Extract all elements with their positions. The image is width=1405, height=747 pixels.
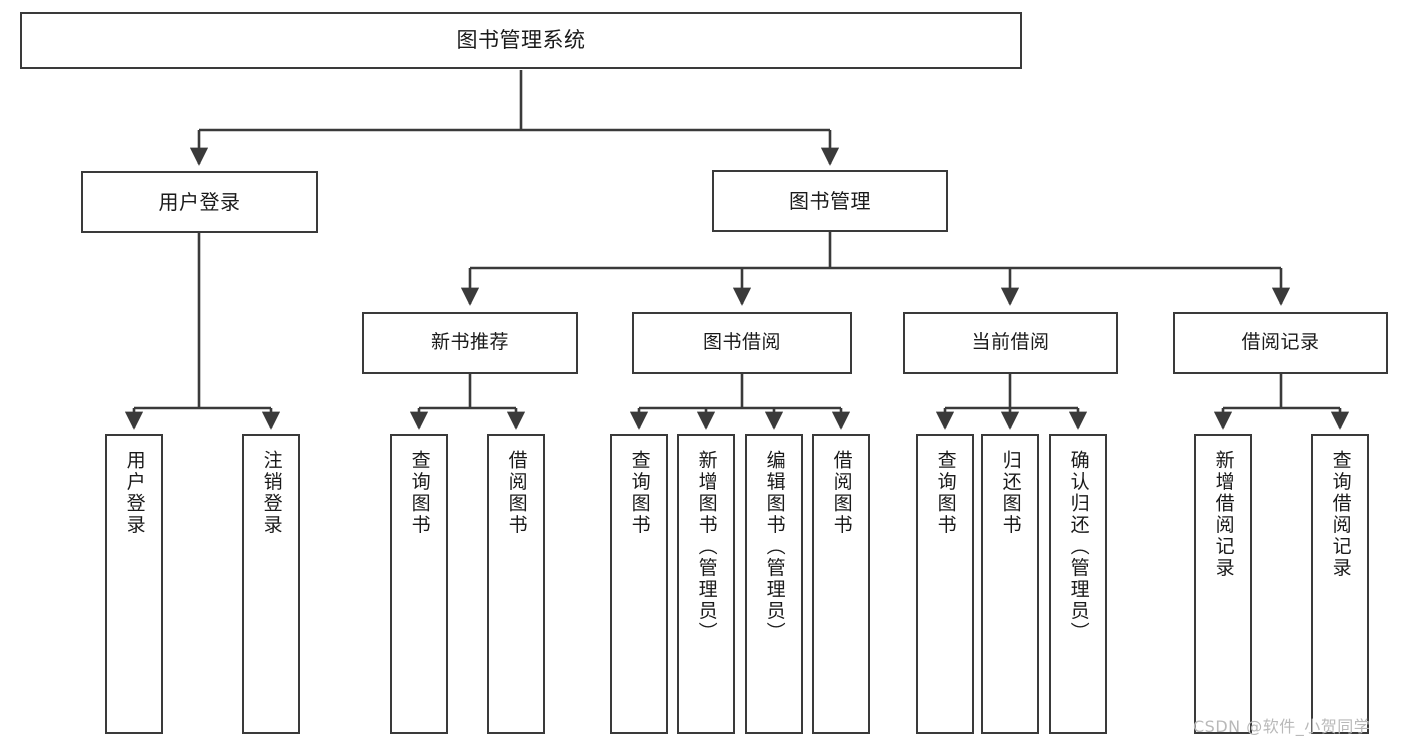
- node-book-manage[interactable]: 图书管理: [712, 170, 948, 232]
- node-root-library-system[interactable]: 图书管理系统: [20, 12, 1022, 69]
- node-label: 查询图书: [934, 450, 957, 536]
- node-label: 图书借阅: [702, 331, 781, 354]
- leaf-return-book[interactable]: 归还图书: [981, 434, 1039, 734]
- node-label: 用户登录: [123, 450, 146, 536]
- leaf-query-book-recommend[interactable]: 查询图书: [390, 434, 448, 734]
- node-label: 借阅图书: [505, 450, 528, 536]
- node-borrow-record[interactable]: 借阅记录: [1173, 312, 1388, 374]
- node-label: 图书管理系统: [456, 27, 586, 52]
- node-label: 编辑图书（管理员）: [763, 450, 786, 644]
- node-label: 查询图书: [628, 450, 651, 536]
- csdn-watermark: CSDN @软件_小贺同学: [1193, 717, 1371, 736]
- node-label: 确认归还（管理员）: [1067, 450, 1090, 644]
- leaf-add-borrow-record[interactable]: 新增借阅记录: [1194, 434, 1252, 734]
- node-label: 查询借阅记录: [1329, 450, 1352, 579]
- node-label: 当前借阅: [971, 331, 1050, 354]
- node-label: 注销登录: [260, 450, 283, 536]
- node-new-book-rec[interactable]: 新书推荐: [362, 312, 578, 374]
- node-label: 图书管理: [789, 188, 871, 213]
- leaf-query-book-borrow[interactable]: 查询图书: [610, 434, 668, 734]
- leaf-add-book-admin[interactable]: 新增图书（管理员）: [677, 434, 735, 734]
- node-current-borrow[interactable]: 当前借阅: [903, 312, 1118, 374]
- node-user-login[interactable]: 用户登录: [81, 171, 318, 233]
- leaf-query-book-current[interactable]: 查询图书: [916, 434, 974, 734]
- leaf-confirm-return-admin[interactable]: 确认归还（管理员）: [1049, 434, 1107, 734]
- leaf-logout-login[interactable]: 注销登录: [242, 434, 300, 734]
- node-label: 新增借阅记录: [1212, 450, 1235, 579]
- node-label: 借阅记录: [1241, 331, 1320, 354]
- node-label: 新书推荐: [430, 331, 509, 354]
- node-label: 新增图书（管理员）: [695, 450, 718, 644]
- node-book-borrow[interactable]: 图书借阅: [632, 312, 852, 374]
- node-label: 借阅图书: [830, 450, 853, 536]
- node-label: 查询图书: [408, 450, 431, 536]
- leaf-borrow-book-recommend[interactable]: 借阅图书: [487, 434, 545, 734]
- leaf-query-borrow-record[interactable]: 查询借阅记录: [1311, 434, 1369, 734]
- node-label: 用户登录: [158, 189, 241, 214]
- node-label: 归还图书: [999, 450, 1022, 536]
- leaf-user-login[interactable]: 用户登录: [105, 434, 163, 734]
- leaf-edit-book-admin[interactable]: 编辑图书（管理员）: [745, 434, 803, 734]
- leaf-borrow-book[interactable]: 借阅图书: [812, 434, 870, 734]
